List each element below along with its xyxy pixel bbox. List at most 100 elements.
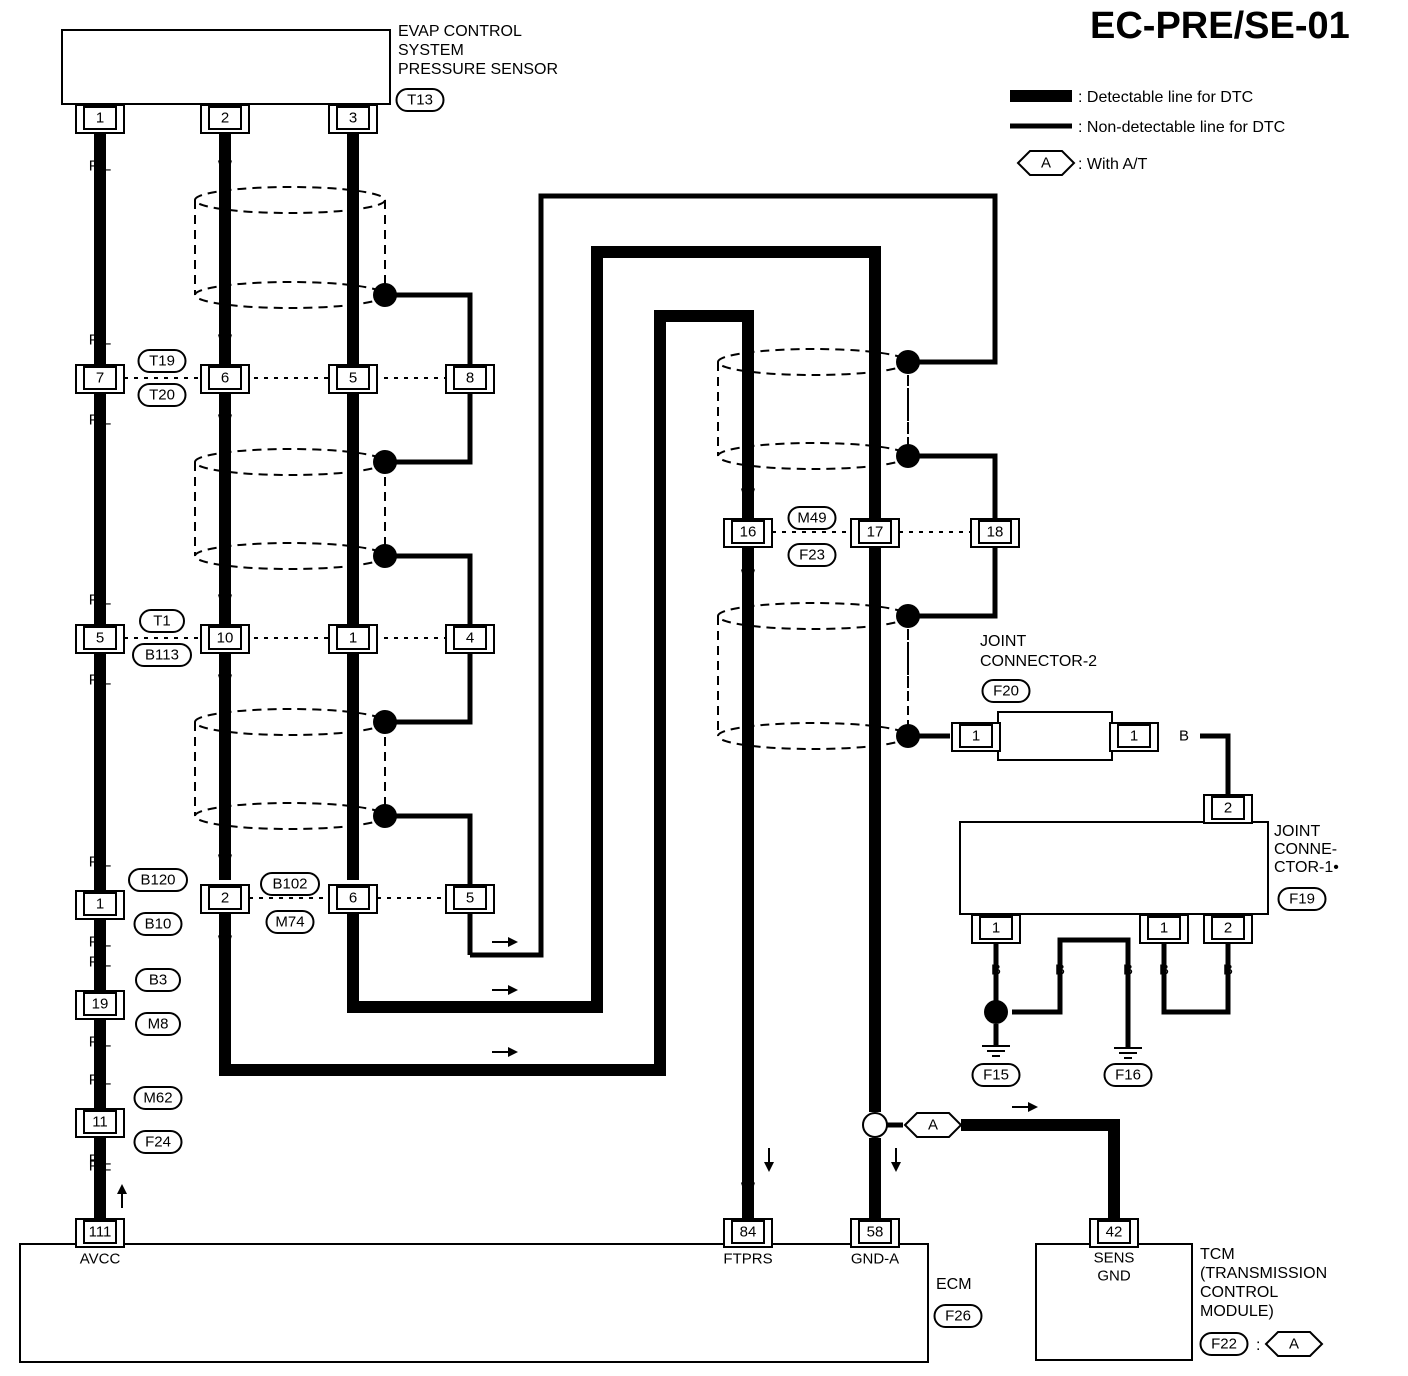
connector-pin-label: 5 <box>96 630 104 647</box>
tcm-colon: : <box>1256 1337 1260 1354</box>
connector-pin-box <box>1117 724 1151 748</box>
junction-pin: 6 <box>328 884 378 914</box>
connector-pin-box <box>208 366 242 390</box>
wire-color: P/L <box>89 934 112 951</box>
shield-drain-wire <box>470 193 998 958</box>
connector-pin-label: 10 <box>217 630 234 647</box>
signal-arrow <box>508 937 518 947</box>
ecm-box <box>19 1243 929 1363</box>
connector-pin-label: 1 <box>972 728 980 745</box>
connector-pin-box <box>83 106 117 130</box>
pl-connector: 11 <box>75 1108 125 1138</box>
connector-pin-box <box>83 366 117 390</box>
pl-connector-code-outline <box>133 1086 183 1110</box>
text-layer: EC-PRE/SE-01: Detectable line for DTC: N… <box>80 5 1350 1354</box>
joint-connector-2-code-outline <box>981 679 1031 703</box>
pl-connector-code-outline <box>135 1012 181 1036</box>
legend-with-at: : With A/T <box>1078 156 1148 173</box>
connector-pin-label: 2 <box>221 110 229 127</box>
junction-code: M74 <box>275 914 304 931</box>
wire-color: B <box>348 332 358 349</box>
junction-pin: 18 <box>970 518 1020 548</box>
junction-pin: 2 <box>200 884 250 914</box>
connector-pin-box <box>208 886 242 910</box>
wire-color: B <box>870 567 880 584</box>
ecm-terminal: 84 <box>723 1218 773 1248</box>
connector-pin-box <box>208 106 242 130</box>
connector-pin-box <box>336 106 370 130</box>
connector-pin-box <box>959 724 993 748</box>
sensor-connector-code-outline <box>395 88 445 112</box>
ecm-terminal: 111 <box>75 1218 125 1248</box>
drain-wire <box>908 453 998 532</box>
splice-open-dot <box>862 1112 888 1138</box>
junction-pin: 17 <box>850 518 900 548</box>
connector-pin-label: 42 <box>1106 1224 1123 1241</box>
pl-connector-code: B120 <box>140 872 175 889</box>
wire-color: P/L <box>89 854 112 871</box>
shield-ground-dot <box>373 710 397 734</box>
connector-pin-label: 1 <box>992 920 1000 937</box>
connector-pin-box <box>858 520 892 544</box>
tcm-terminal: 42 <box>1089 1218 1139 1248</box>
connector-pin-box <box>336 366 370 390</box>
ground-wire <box>1161 944 1231 1015</box>
wire-color: W <box>218 412 233 429</box>
tcm-with-at-badge-outline <box>1264 1331 1324 1357</box>
joint-connector-2-name: CONNECTOR-2 <box>980 653 1097 670</box>
wire-color: B <box>348 672 358 689</box>
sensor-box <box>61 29 391 105</box>
connector-pin-box <box>83 892 117 916</box>
wire-color: W <box>741 1180 756 1197</box>
drain-wire <box>385 292 473 378</box>
joint-connector-2-code: F20 <box>993 683 1019 700</box>
junction-code: T20 <box>149 387 175 404</box>
connector-pin-box <box>83 1220 117 1244</box>
shield-ground-dot <box>373 450 397 474</box>
joint-connector-1-name: CONNE- <box>1274 841 1337 858</box>
connector-pin-box <box>979 916 1013 940</box>
connector-pin-label: 6 <box>221 370 229 387</box>
connector-pin-label: 2 <box>221 890 229 907</box>
joint-connector-1-code-outline <box>1277 887 1327 911</box>
signal-arrow <box>508 985 518 995</box>
connector-pin-label: 3 <box>349 110 357 127</box>
pl-connector-code: M8 <box>148 1016 169 1033</box>
wire-color: B <box>1179 728 1189 745</box>
junction-code-outline <box>265 910 315 934</box>
junction-pin: 5 <box>328 364 378 394</box>
wire-color: B <box>348 412 358 429</box>
connector-pin-box <box>731 1220 765 1244</box>
connector-pin-label: 1 <box>1130 728 1138 745</box>
shield-ground-dot <box>896 604 920 628</box>
pl-connector-code: B3 <box>149 972 167 989</box>
junction-code-outline <box>139 609 185 633</box>
connector-pin-label: 1 <box>96 896 104 913</box>
shield-ground-dot <box>373 804 397 828</box>
page-title: EC-PRE/SE-01 <box>1090 5 1350 47</box>
connector-pin-box <box>1211 796 1245 820</box>
ecm-connector-code: F26 <box>945 1308 971 1325</box>
connector-pin-box <box>208 626 242 650</box>
connector-pin-box <box>453 366 487 390</box>
sensor-name: SYSTEM <box>398 42 464 59</box>
shield-ground-dot <box>896 724 920 748</box>
connector-pin-box <box>1211 916 1245 940</box>
sensor-pin: 1 <box>75 104 125 134</box>
connector-pin-label: 19 <box>92 996 109 1013</box>
tcm-name: CONTROL <box>1200 1284 1278 1301</box>
joint-connector-1-name: CTOR-1• <box>1274 859 1339 876</box>
connector-pin-box <box>336 886 370 910</box>
branch-with-at-badge-outline <box>903 1112 963 1138</box>
wire-color: W <box>218 933 233 950</box>
tcm-connector-code: F22 <box>1211 1336 1237 1353</box>
drain-wire <box>385 813 473 898</box>
junction-pin: 8 <box>445 364 495 394</box>
wire-color: B <box>1223 962 1233 979</box>
connector-pin-label: 1 <box>349 630 357 647</box>
joint-connector-1-pin: 1 <box>971 914 1021 944</box>
sensor-pin: 2 <box>200 104 250 134</box>
junction-code-outline <box>787 506 837 530</box>
ecm-terminal: 58 <box>850 1218 900 1248</box>
